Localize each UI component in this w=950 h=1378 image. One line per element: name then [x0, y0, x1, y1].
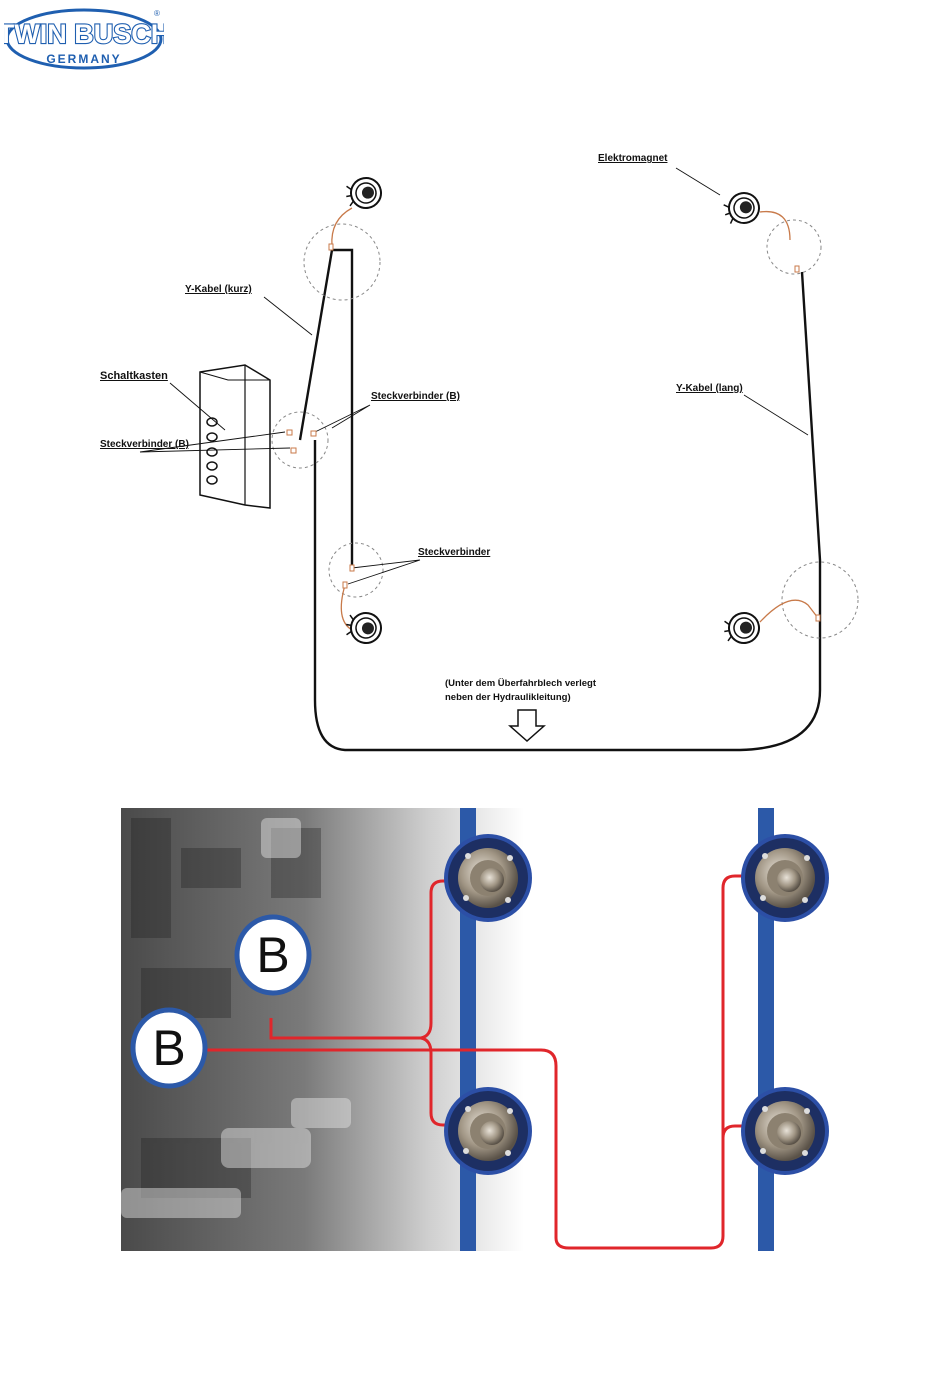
- magnet-top-right-icon: [720, 189, 763, 229]
- label-y-kabel-kurz: Y-Kabel (kurz): [185, 284, 252, 295]
- label-elektromagnet: Elektromagnet: [598, 153, 667, 164]
- note-line-2: neben der Hydraulikleitung): [445, 692, 571, 703]
- photo-magnet-top-right-icon: [741, 834, 829, 922]
- photo-illustration: B B: [121, 808, 853, 1251]
- photo-magnet-bottom-left-icon: [444, 1087, 532, 1175]
- badge-b-lower-text: B: [152, 1020, 185, 1076]
- badge-b-lower: B: [133, 1010, 205, 1086]
- detail-circle-bottom-left: [329, 543, 383, 597]
- label-y-kabel-lang: Y-Kabel (lang): [676, 383, 743, 394]
- photo-magnet-top-left-icon: [444, 834, 532, 922]
- label-steckverbinder-b-left: Steckverbinder (B): [100, 439, 189, 450]
- detail-circle-top-right: [767, 220, 821, 274]
- magnet-bottom-right-icon: [722, 611, 762, 647]
- photo-magnet-bottom-right-icon: [741, 1087, 829, 1175]
- photo-panel: B B: [121, 808, 853, 1251]
- schaltkasten-box: [200, 365, 270, 508]
- magnet-top-left-icon: [344, 176, 384, 212]
- detail-circle-top-left: [304, 224, 380, 300]
- badge-b-upper-text: B: [256, 927, 289, 983]
- label-schaltkasten: Schaltkasten: [100, 370, 168, 382]
- wiring-diagram: [0, 0, 950, 770]
- down-arrow-icon: [510, 710, 544, 741]
- label-steckverbinder: Steckverbinder: [418, 547, 490, 558]
- badge-b-upper: B: [237, 917, 309, 993]
- cable-y-short: [300, 250, 352, 570]
- label-steckverbinder-b-right: Steckverbinder (B): [371, 391, 460, 402]
- note-line-1: (Unter dem Überfahrblech verlegt: [445, 678, 596, 689]
